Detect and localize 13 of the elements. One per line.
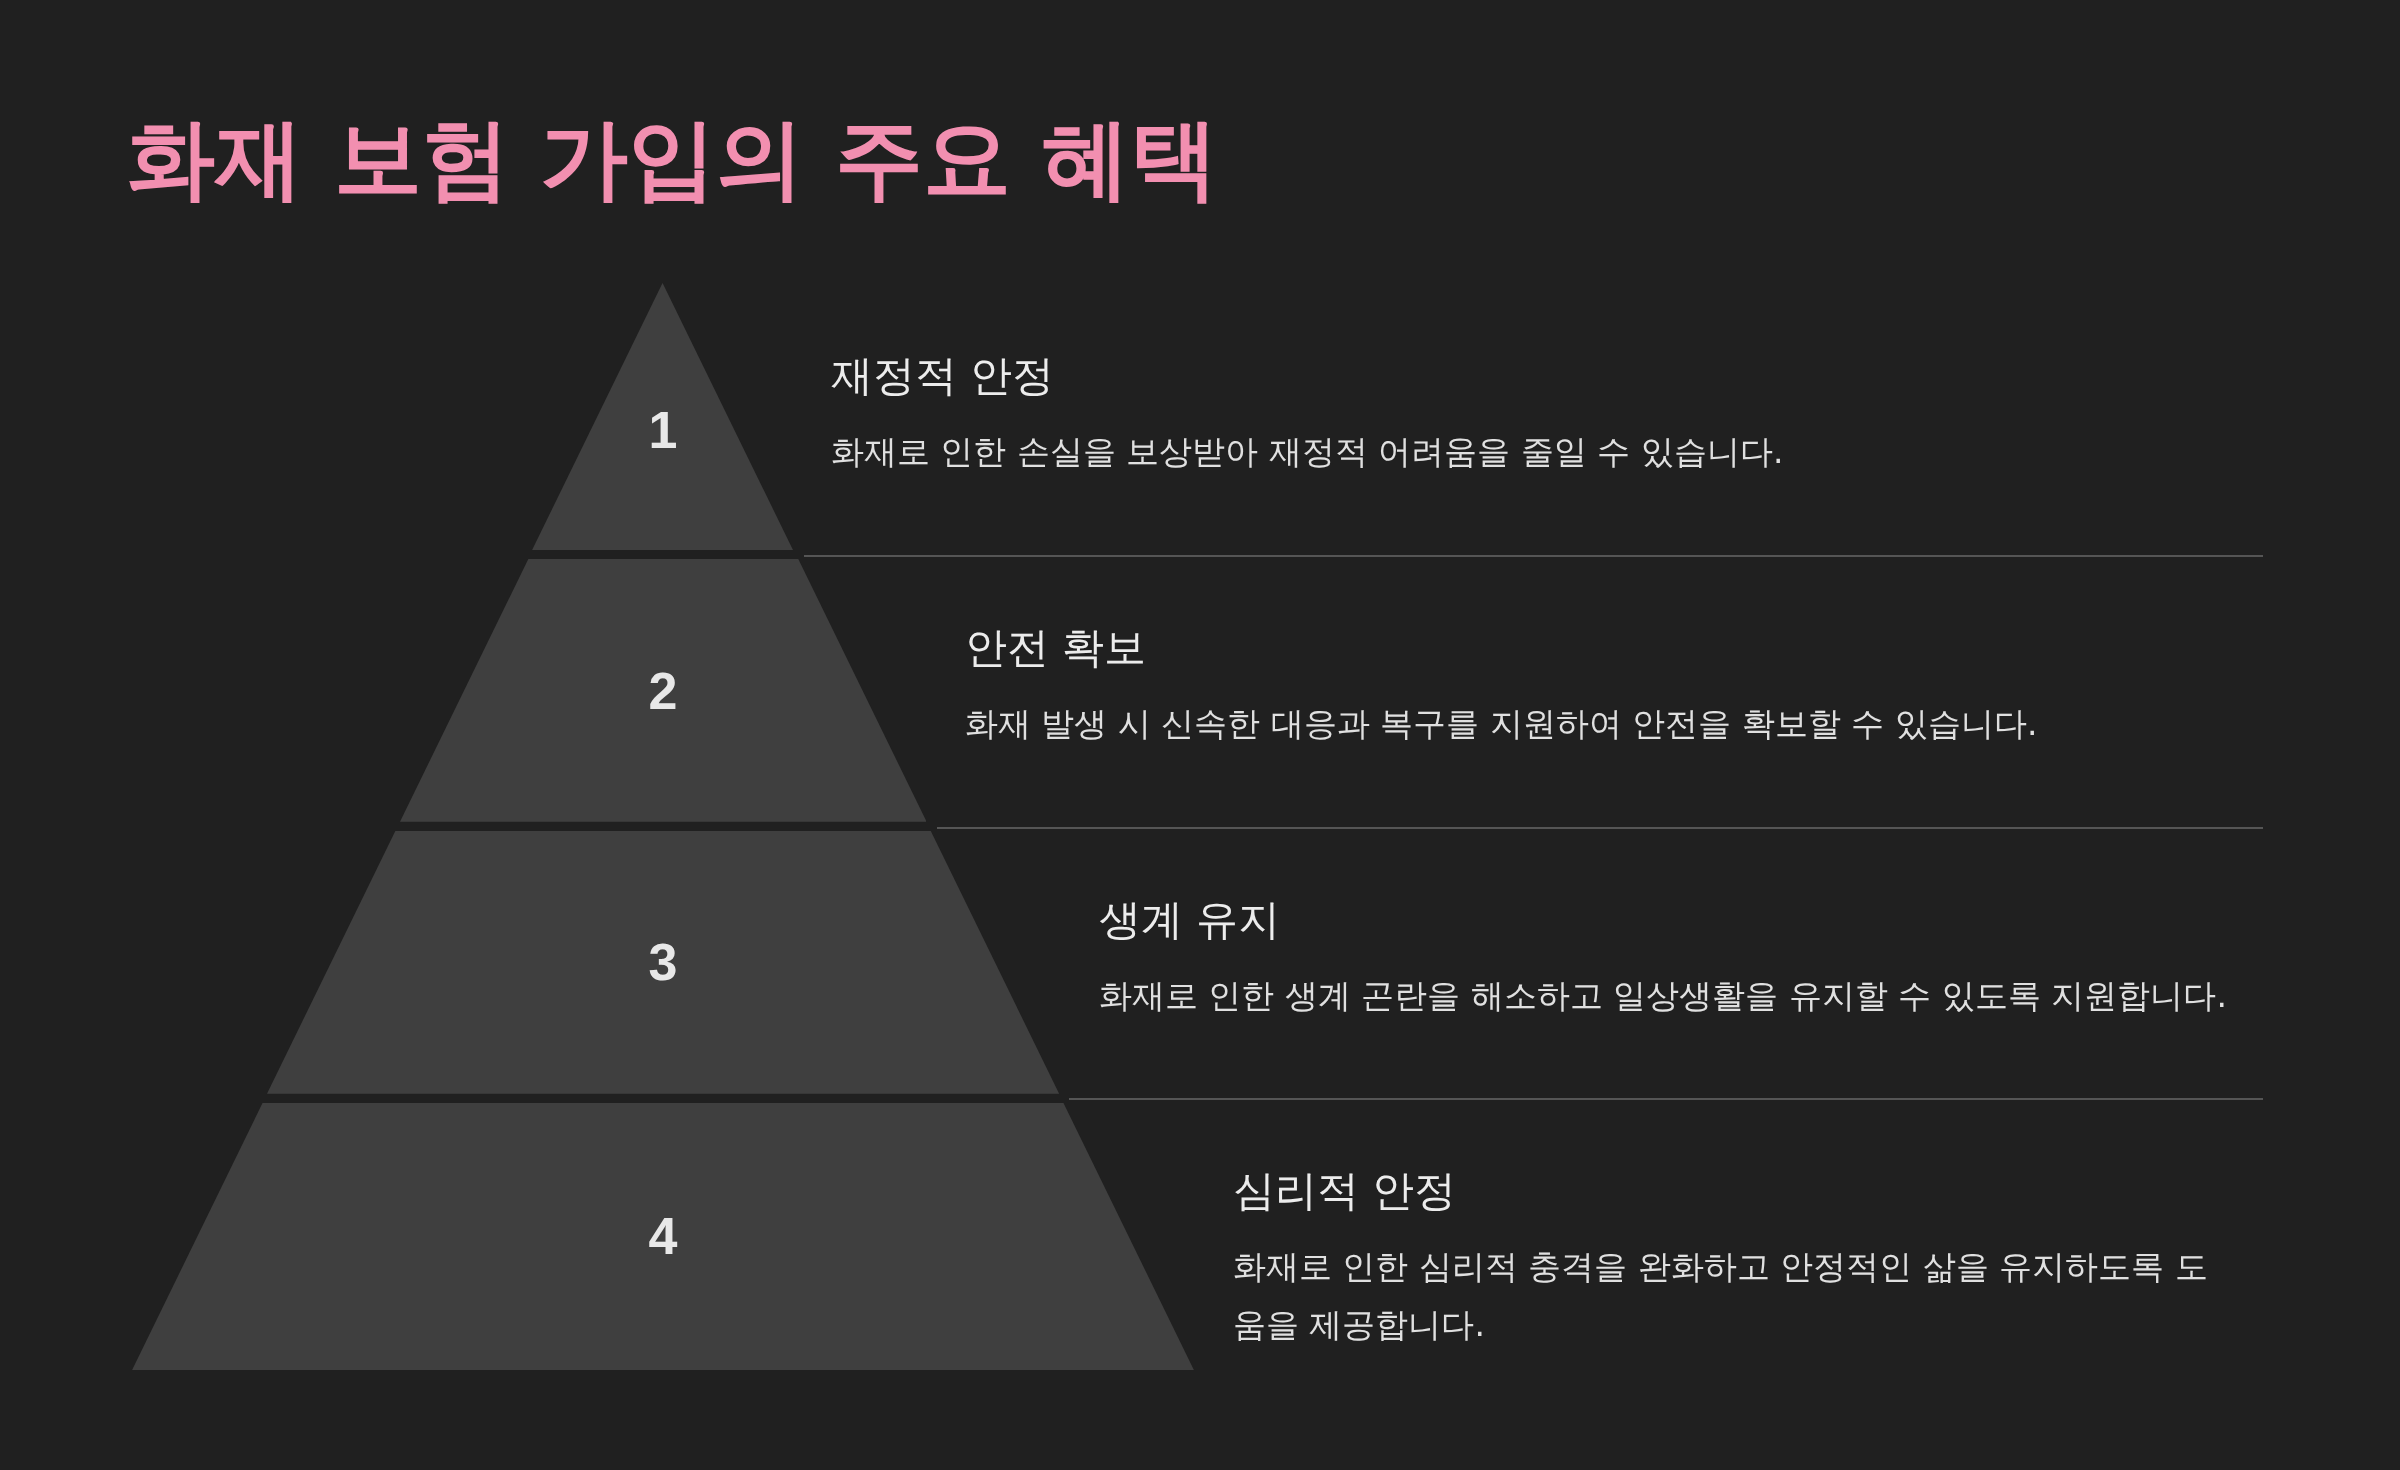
title: 화재 보험 가입의 주요 혜택 (127, 106, 1218, 212)
tier-description: 화재로 인한 심리적 충격을 완화하고 안정적인 삶을 유지하도록 도움을 제공합니다. (1233, 1246, 2209, 1347)
tier-description: 화재로 인한 손실을 보상받아 재정적 어려움을 줄일 수 있습니다. (831, 431, 1785, 473)
tier-heading: 심리적 안정 (1233, 1165, 1457, 1218)
tier-heading: 생계 유지 (1099, 893, 1281, 946)
tier-heading: 안전 확보 (965, 621, 1147, 674)
tier-heading: 재정적 안정 (831, 350, 1055, 402)
tier-number: 1 (648, 400, 678, 460)
tier-number: 3 (648, 932, 678, 993)
tier-description: 화재 발생 시 신속한 대응과 복구를 지원하여 안전을 확보할 수 있습니다. (965, 702, 2039, 745)
tier-number: 2 (648, 660, 678, 721)
tier-description: 화재로 인한 생계 곤란을 해소하고 일상생활을 유지할 수 있도록 지원합니다. (1099, 974, 2228, 1017)
tier-number: 4 (648, 1206, 678, 1267)
